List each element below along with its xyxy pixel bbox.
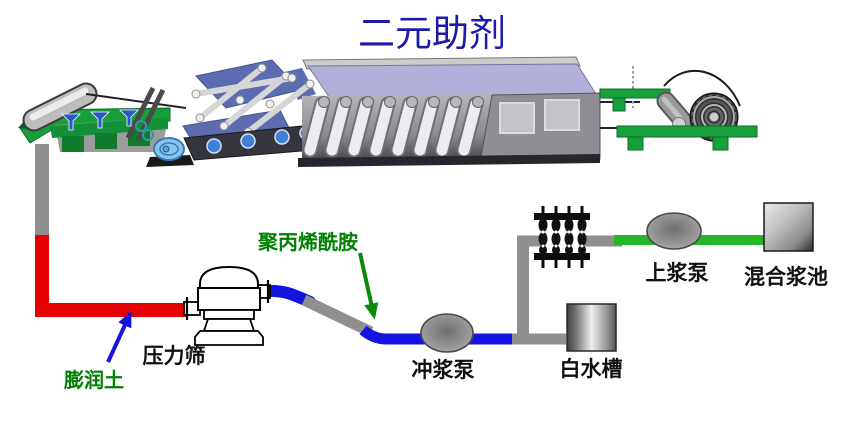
label-polyacrylamide: 聚丙烯酰胺 — [257, 230, 358, 254]
press-section — [182, 59, 316, 161]
reel-platform-leg — [627, 136, 644, 151]
mixing-chest — [763, 202, 814, 252]
stock-pump — [646, 212, 702, 250]
pressure-screen — [183, 265, 271, 346]
couch-pit-ring — [159, 142, 179, 156]
page-title: 二元助剂 — [358, 13, 506, 55]
couch-pit-dot — [162, 145, 170, 153]
screen-upper-body — [197, 287, 261, 311]
dryer-cylinders — [302, 96, 484, 158]
pipe-red-bentonite-feed — [35, 235, 187, 317]
label-fan-pump: 冲浆泵 — [412, 358, 475, 382]
hood-window — [499, 102, 535, 134]
pipe-blue-screen-outlet — [260, 284, 316, 308]
white-water-tank — [566, 303, 617, 352]
wire-ring — [135, 120, 147, 132]
strainer-gaps — [541, 230, 584, 248]
reel-drum-highlight — [661, 96, 685, 123]
strainer-top-bar — [534, 213, 590, 220]
dryer-base-bar — [298, 154, 600, 167]
label-mixing-chest: 混合浆池 — [744, 265, 828, 289]
polyacrylamide-arrow — [358, 252, 379, 320]
paper-sheet-arc — [663, 69, 741, 107]
wire-ring — [142, 129, 154, 141]
press-rolls — [193, 65, 313, 135]
bentonite-arrow — [106, 310, 132, 363]
dryer-section — [298, 56, 601, 167]
suction-box — [62, 136, 84, 152]
felt-roll-ends — [318, 96, 484, 108]
headbox-nozzles — [61, 109, 139, 131]
strainer-unit — [534, 206, 590, 268]
dryer-roof — [307, 63, 597, 99]
strainer-bobbins — [538, 218, 587, 255]
breast-roll-highlight — [29, 87, 89, 121]
wire-run-line — [85, 93, 187, 109]
reel-section — [599, 66, 758, 151]
dryer-hood — [479, 92, 601, 164]
pipe-gray-diagonal — [301, 295, 374, 337]
reel-platform-leg — [712, 136, 729, 151]
strainer-bottom-bar — [534, 253, 590, 260]
fan-pump — [420, 313, 474, 353]
hood-window — [544, 99, 580, 131]
frame-rail — [125, 86, 156, 140]
label-pressure-screen: 压力筛 — [143, 344, 206, 368]
pipe-blue-to-fan-pump — [359, 325, 520, 345]
screen-cone — [202, 318, 256, 332]
label-stock-pump: 上浆泵 — [646, 261, 709, 285]
label-bentonite: 膨润土 — [63, 368, 124, 392]
screen-base — [194, 330, 264, 346]
pit-base — [146, 155, 194, 167]
flow-diagram: 压力筛 冲浆泵 白水槽 上浆泵 混合浆池 聚丙烯酰胺 膨润土 — [35, 144, 828, 392]
screen-waist — [203, 309, 255, 320]
screen-dome — [199, 265, 259, 289]
paper-machine — [18, 56, 758, 167]
reel-platform — [616, 125, 758, 138]
suction-box — [95, 133, 117, 149]
label-white-water-tank: 白水槽 — [560, 357, 623, 381]
reel-upper-stand-leg — [612, 97, 626, 112]
forming-section — [18, 82, 194, 167]
